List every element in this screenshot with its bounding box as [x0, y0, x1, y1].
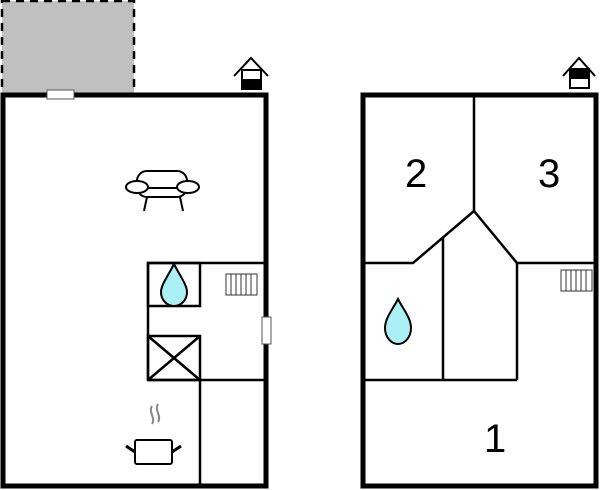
upper-floor-outer-wall [360, 92, 599, 489]
terrace-area [0, 0, 136, 96]
room-label-3: 3 [538, 152, 560, 196]
sofa-icon [125, 170, 200, 212]
ground-floor-outer-wall [0, 92, 269, 489]
window-right [261, 316, 272, 345]
stairs-icon [225, 273, 258, 296]
water-drop-icon [159, 261, 189, 308]
house-entrance-icon [562, 56, 596, 89]
room-label-2: 2 [405, 152, 427, 196]
window-top [46, 89, 75, 100]
house-entrance-icon [233, 56, 269, 90]
room-label-1: 1 [484, 417, 506, 461]
ground-floor [0, 0, 272, 489]
stairs-icon [560, 269, 593, 292]
interior-walls-upper [363, 95, 596, 382]
upper-floor: 2 3 1 [360, 56, 599, 489]
water-drop-icon [383, 296, 413, 346]
cooking-pot-icon [125, 403, 182, 465]
